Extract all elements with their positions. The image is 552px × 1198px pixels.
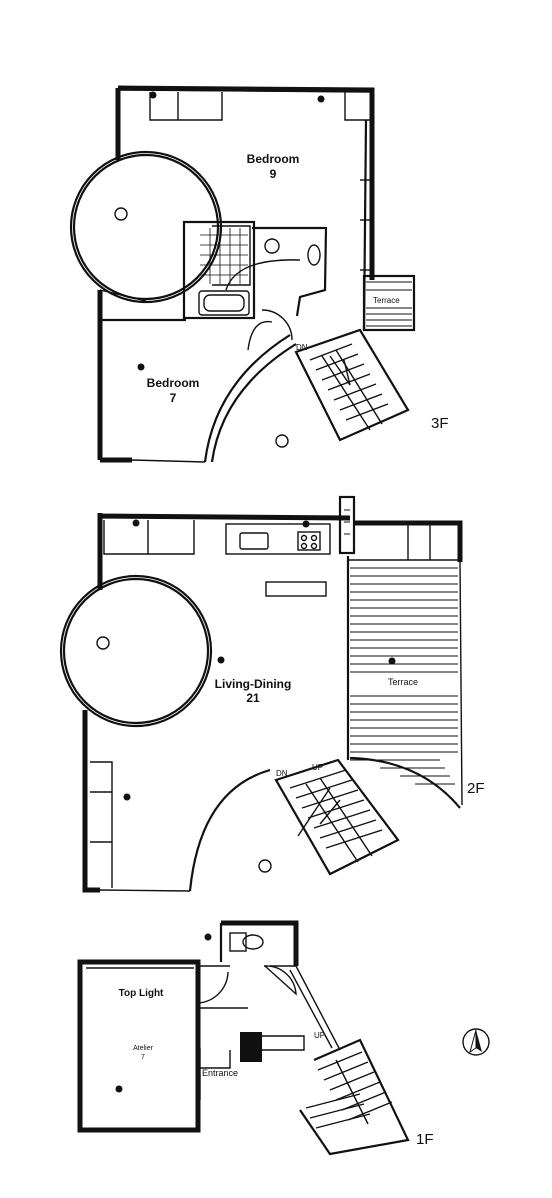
room-size-atelier: 7 (141, 1054, 145, 1061)
toilet-1f (242, 934, 264, 950)
wall-3f-bottom (131, 459, 206, 463)
floor-label-2f: 2F (467, 780, 485, 797)
light-fixture (114, 207, 128, 221)
atelier-walls (77, 959, 201, 1133)
wall-3f-outer (97, 85, 375, 463)
stair-label-2f-up: UP (312, 763, 323, 772)
stair-label-1f: UP (314, 1031, 325, 1040)
dining-table (265, 581, 327, 597)
terrace-label-2f: Terrace (388, 677, 418, 687)
floor-3f: Terrace DN Bedroom 9 Bedroom 7 3F (69, 85, 449, 463)
kitchen-sink (239, 532, 269, 550)
terrace-label-3f: Terrace (373, 296, 400, 305)
bathtub-3f (198, 290, 250, 316)
room-size-bedroom-7: 7 (170, 391, 177, 405)
sink-3f (264, 238, 280, 254)
room-name-living-dining: Living-Dining (215, 677, 292, 691)
floor-2f: Terrace DN UP Living-Dining 21 2F (59, 495, 485, 893)
floor-label-1f: 1F (416, 1131, 434, 1148)
terrace-3f (362, 274, 416, 332)
floor-1f: UP Top Light Atelier 7 Entrance 1F (77, 920, 434, 1156)
north-arrow-icon (462, 1028, 490, 1056)
toilet-tank-1f (229, 932, 247, 952)
room-name-atelier: Atelier (133, 1045, 154, 1052)
room-name-bedroom-9: Bedroom (247, 152, 300, 166)
round-room-2f (59, 574, 213, 728)
kitchen-counter (225, 523, 331, 555)
room-size-bedroom-9: 9 (270, 167, 277, 181)
entry-column-1f (240, 1032, 262, 1062)
cooktop (297, 531, 321, 551)
top-light-label: Top Light (119, 988, 164, 999)
room-name-bedroom-7: Bedroom (147, 376, 200, 390)
stair-2f (274, 758, 400, 876)
stair-1f (299, 1038, 410, 1156)
round-room-3f (69, 150, 223, 304)
stair-label-2f-dn: DN (276, 769, 288, 778)
chimney-2f (338, 495, 356, 555)
stair-3f (294, 328, 410, 442)
floor-label-3f: 3F (431, 415, 449, 432)
toilet-3f (307, 244, 321, 266)
stair-label-3f: DN (296, 343, 308, 352)
entrance-label: Entrance (202, 1068, 238, 1078)
room-size-living-dining: 21 (246, 691, 260, 705)
